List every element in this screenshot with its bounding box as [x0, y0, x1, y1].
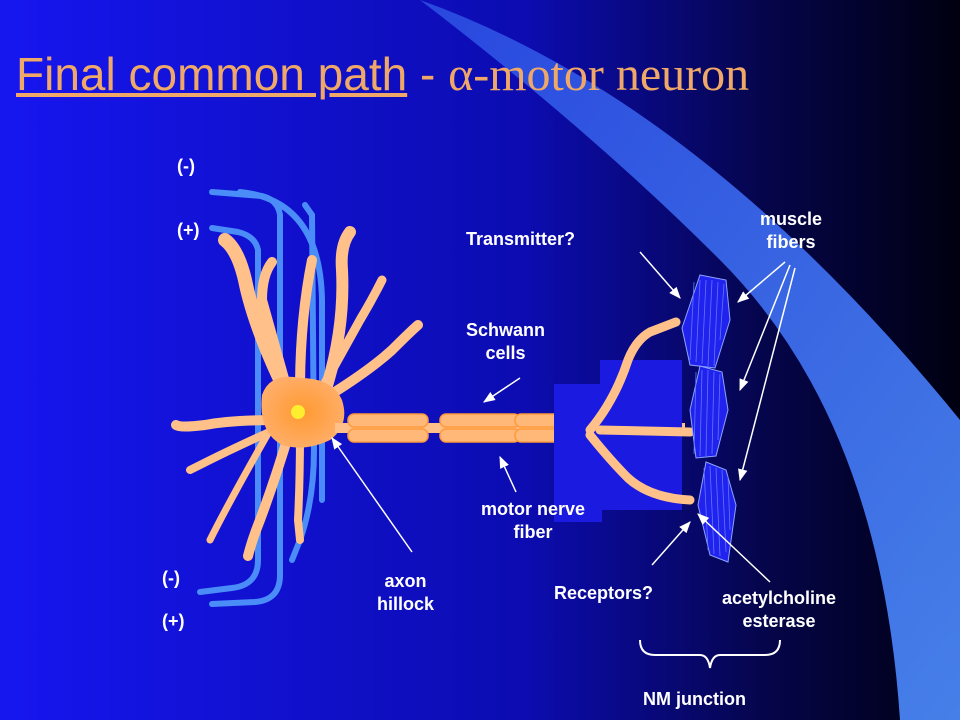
pointer-arrows	[331, 251, 796, 583]
label-plus-bottom: (+)	[162, 611, 185, 631]
decorative-wave	[420, 0, 960, 720]
label-minus-bottom: (-)	[162, 568, 180, 588]
muscle-fiber	[681, 274, 731, 369]
label-axon-line2: hillock	[377, 594, 435, 614]
arrow-muscle-3	[738, 267, 796, 482]
axon-terminals	[585, 317, 695, 505]
muscle-fibers	[681, 274, 737, 563]
label-axon-hillock: axon hillock	[377, 570, 434, 616]
label-transmitter: Transmitter?	[466, 229, 576, 249]
label-ache-line1: acetylcholine	[722, 588, 837, 608]
arrow-muscle-2	[739, 264, 791, 392]
label-nm-junction: NM junction	[643, 689, 746, 709]
label-muscle-fibers: muscle fibers	[760, 208, 822, 254]
label-minus-top: (-)	[177, 156, 195, 176]
input-fiber-far	[237, 189, 325, 503]
title-rest: -motor neuron	[473, 48, 750, 101]
label-motor-nerve-fiber: motor nerve fiber	[481, 498, 585, 544]
arrow-motor-nerve	[499, 455, 517, 493]
label-axon-line1: axon	[384, 571, 427, 591]
label-motor-nerve-line1: motor nerve	[481, 499, 586, 519]
title-alpha: α	[448, 48, 474, 101]
arrow-schwann	[483, 377, 521, 403]
label-schwann-line1: Schwann	[466, 320, 546, 340]
label-schwann-line2: cells	[485, 343, 526, 363]
title-separator: -	[407, 48, 449, 100]
label-acetylcholine-esterase: acetylcholine esterase	[722, 587, 836, 633]
schwann-cell	[347, 428, 429, 443]
schwann-cell	[439, 413, 521, 428]
arrow-receptors	[651, 521, 691, 566]
slide-title: Final common path - α-motor neuron	[16, 46, 749, 103]
arrow-axon-hillock	[331, 437, 413, 553]
title-link[interactable]: Final common path	[16, 48, 408, 100]
nucleus	[291, 405, 305, 419]
arrow-transmitter	[639, 251, 681, 299]
label-muscle-fibers-line2: fibers	[766, 232, 816, 252]
neuron-dendrites	[171, 226, 423, 561]
arrow-muscle-1	[737, 261, 786, 303]
input-fiber-middle	[197, 225, 261, 595]
label-ache-line2: esterase	[742, 611, 816, 631]
label-motor-nerve-line2: fiber	[513, 522, 553, 542]
label-plus-top: (+)	[177, 220, 200, 240]
label-receptors: Receptors?	[554, 583, 654, 603]
arrow-ache	[697, 513, 771, 583]
schwann-cell	[347, 413, 429, 428]
schwann-cell	[439, 428, 521, 443]
label-muscle-fibers-line1: muscle	[760, 209, 823, 229]
neuron-soma	[261, 376, 345, 448]
muscle-fiber	[697, 461, 737, 563]
label-schwann-cells: Schwann cells	[466, 319, 545, 365]
nm-junction-brace	[639, 639, 781, 669]
